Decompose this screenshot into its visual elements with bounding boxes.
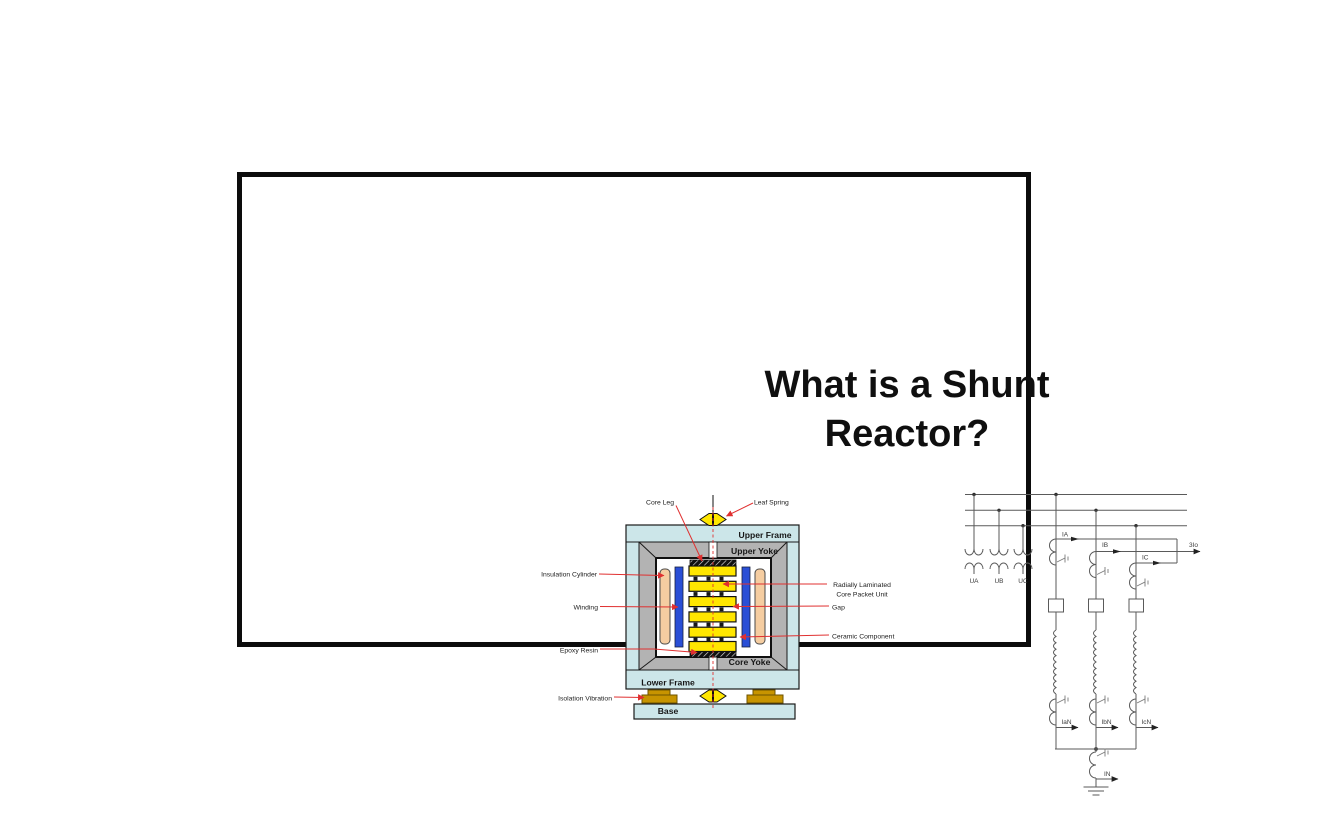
label-core-yoke: Core Yoke: [729, 657, 771, 667]
leader-gap: [732, 603, 830, 610]
label-lower-frame: Lower Frame: [641, 678, 695, 688]
isolation-vibration-feet: [641, 689, 784, 704]
ct-neutral-b: [1089, 698, 1097, 726]
phase-feeders: [1049, 494, 1137, 599]
label-in: IN: [1104, 771, 1111, 778]
shunt-reactor-schematic: UA UB UC: [964, 492, 1201, 796]
ceramic-spacers: [693, 576, 724, 642]
label-ib: IB: [1102, 542, 1108, 549]
leader-epoxy-resin: [600, 648, 698, 656]
title-line-2: Reactor?: [824, 413, 990, 455]
coil-phase-c: [1133, 629, 1137, 695]
core-packet-blocks: [688, 565, 737, 653]
residual-current-lines: [1056, 538, 1201, 564]
leader-winding: [599, 603, 679, 611]
label-insulation-cylinder: Insulation Cylinder: [541, 572, 598, 579]
label-ia: IA: [1062, 532, 1069, 539]
ct-secondary-ticks-phase: [1056, 554, 1149, 587]
current-arrowheads: [1071, 536, 1161, 566]
label-ibn: IbN: [1102, 719, 1112, 726]
label-ceramic-component: Ceramic Component: [832, 634, 894, 641]
page-title: What is a Shunt Reactor?: [627, 361, 1187, 459]
label-radially-laminated-1: Radially Laminated: [833, 582, 891, 589]
neutral-bus-and-ground: [1055, 748, 1136, 796]
coil-phase-a: [1053, 629, 1057, 695]
leader-isolation-vibration: [613, 694, 645, 701]
ct-secondary-ticks-neutral: [1056, 695, 1149, 704]
label-ian: IaN: [1062, 719, 1072, 726]
ct-phase-c: [1129, 562, 1137, 590]
ct-phase-b: [1089, 551, 1097, 578]
label-base: Base: [658, 706, 679, 716]
label-winding: Winding: [573, 605, 598, 612]
label-leaf-spring: Leaf Spring: [754, 500, 789, 507]
label-3io: 3Io: [1189, 542, 1198, 549]
ct-neutral-n: [1089, 751, 1097, 779]
neutral-ct-section: [1049, 694, 1159, 749]
ct-neutral-c: [1129, 698, 1137, 726]
poster-card: What is a Shunt Reactor?: [237, 172, 1201, 796]
label-icn: IcN: [1142, 719, 1152, 726]
reactor-cross-section-diagram: Upper Frame Upper Yoke Core Yoke Lower F…: [541, 495, 894, 720]
reactor-base-assembly: [633, 689, 796, 720]
label-gap: Gap: [832, 605, 845, 612]
label-ic: IC: [1142, 555, 1149, 562]
ct-secondary-tick-n: [1096, 748, 1109, 757]
busbars: [965, 494, 1187, 527]
leader-core-leg: [675, 505, 703, 562]
reactor-coils: [1053, 612, 1137, 695]
label-radially-laminated-2: Core Packet Unit: [836, 592, 887, 599]
title-line-1: What is a Shunt: [764, 364, 1050, 406]
ct-phase-a: [1049, 538, 1057, 566]
label-core-leg: Core Leg: [646, 500, 674, 507]
label-isolation-vibration: Isolation Vibration: [558, 696, 612, 703]
coil-phase-b: [1093, 629, 1097, 695]
leader-leaf-spring: [726, 502, 754, 517]
ct-neutral-a: [1049, 698, 1057, 726]
leader-insulation-cylinder: [598, 572, 665, 579]
label-upper-frame: Upper Frame: [738, 530, 791, 540]
label-ub: UB: [994, 578, 1003, 585]
label-epoxy-resin: Epoxy Resin: [560, 648, 598, 655]
leader-ceramic-component: [739, 633, 830, 641]
breaker-boxes: [1048, 598, 1144, 613]
voltage-transformers: [964, 494, 1033, 574]
core-stack: [688, 559, 737, 658]
label-upper-yoke: Upper Yoke: [731, 546, 778, 556]
leader-lines: [598, 502, 830, 701]
label-uc: UC: [1018, 578, 1028, 585]
label-ua: UA: [969, 578, 979, 585]
